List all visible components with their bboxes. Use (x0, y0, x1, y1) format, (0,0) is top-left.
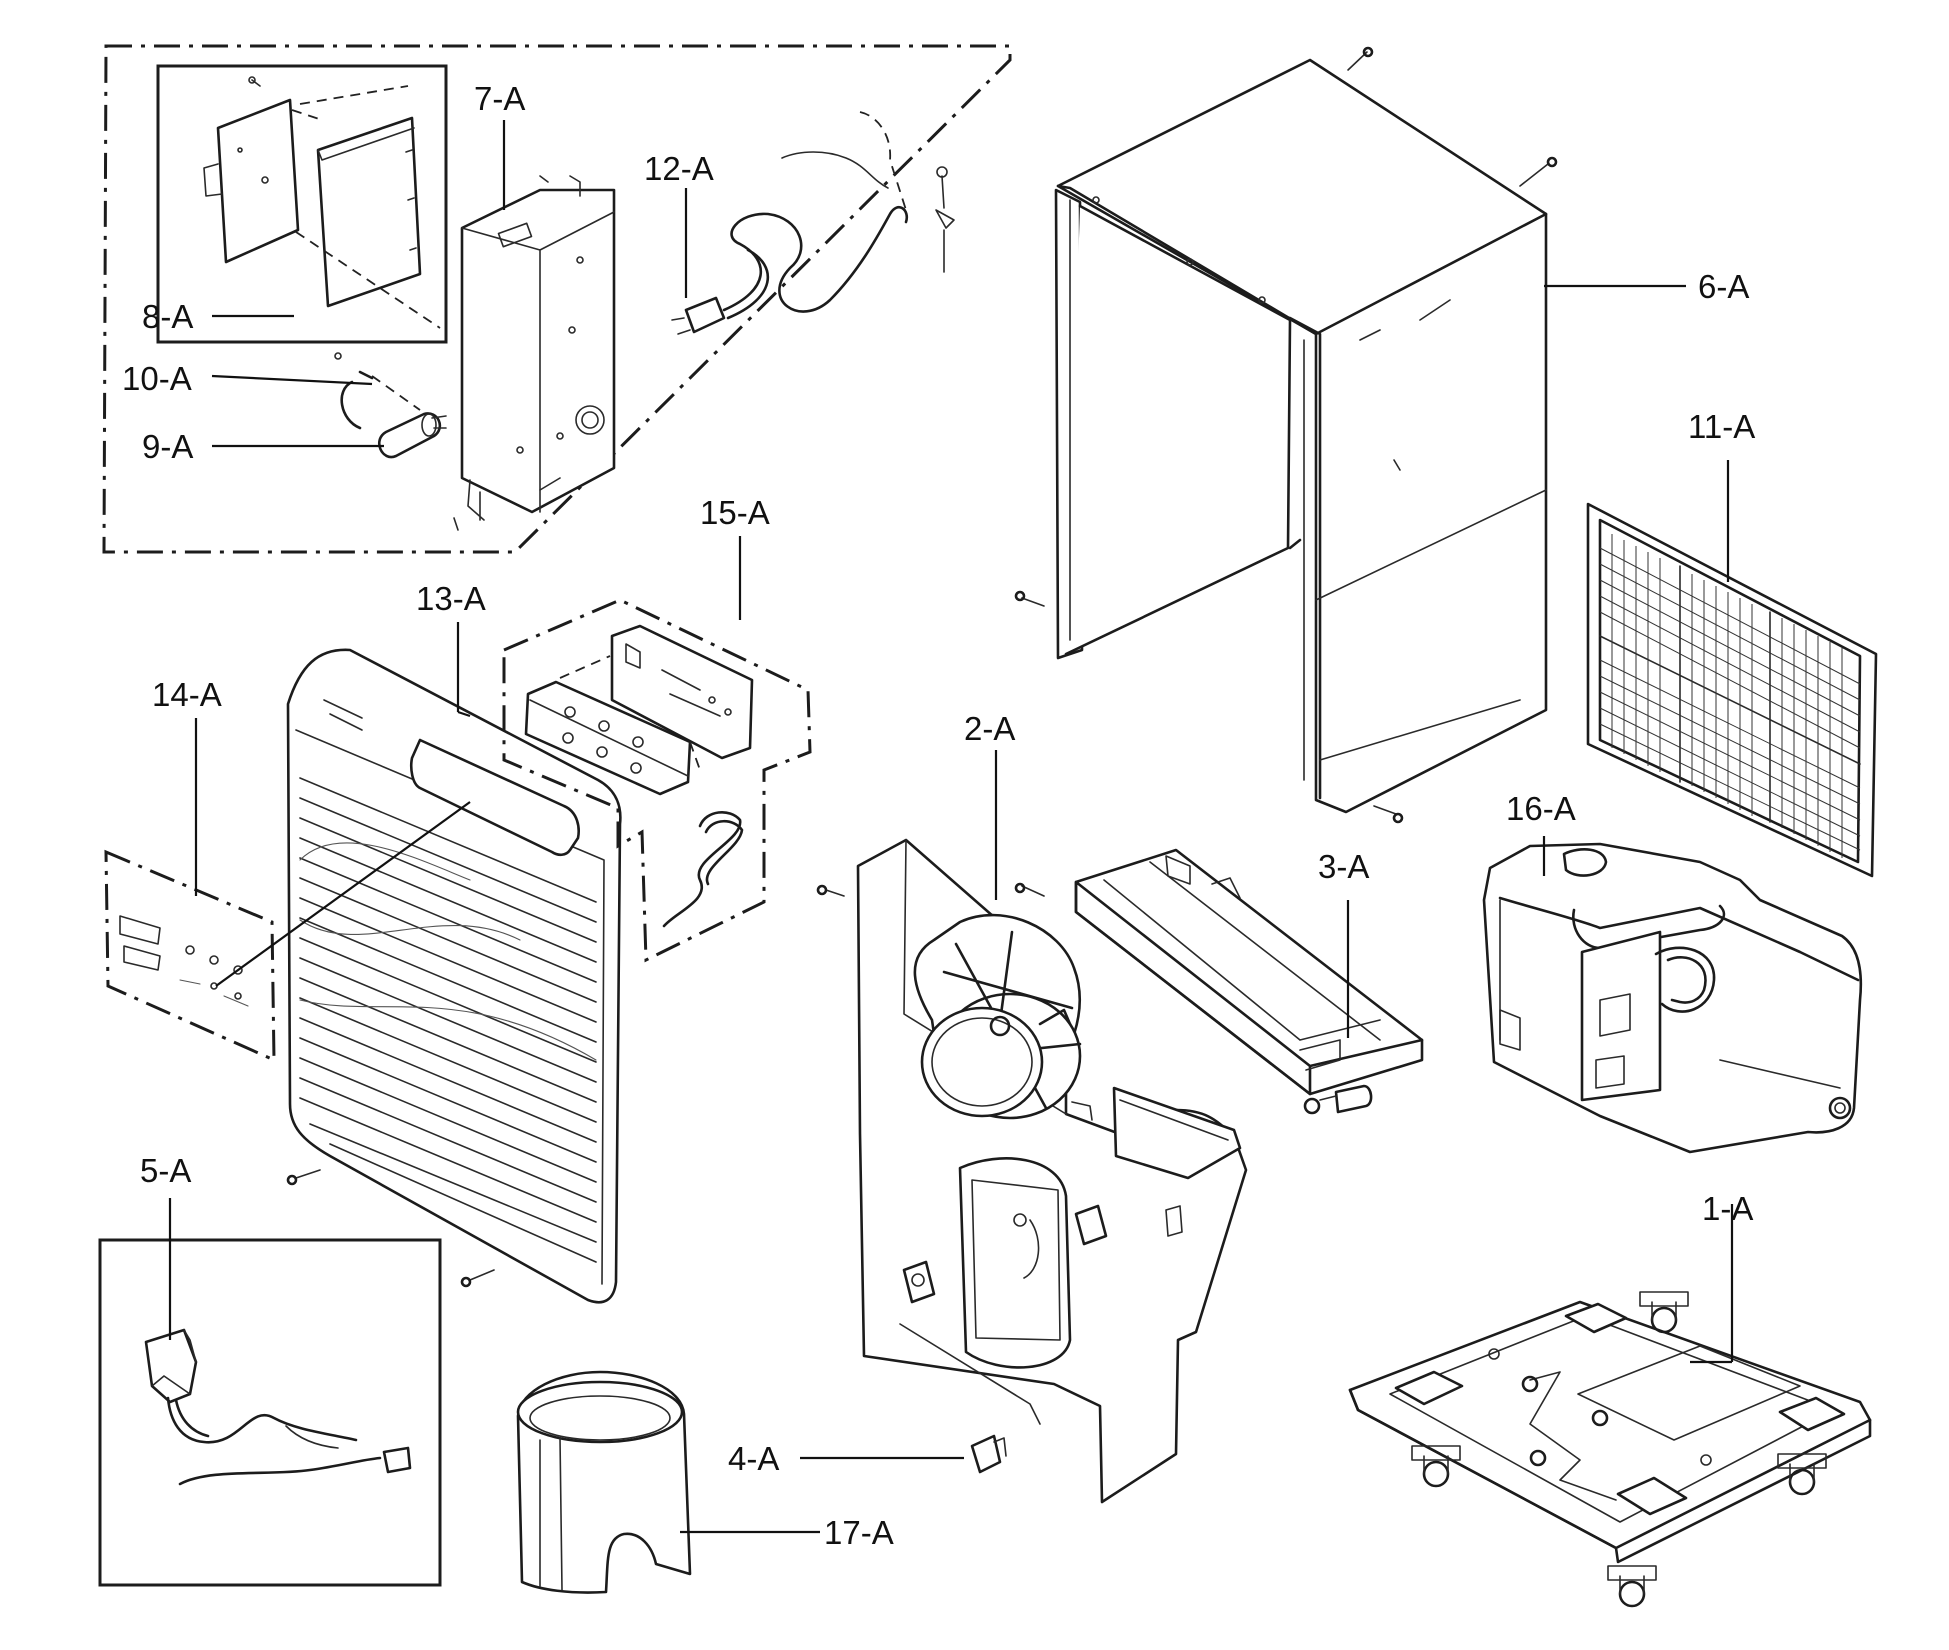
power-cord-part (671, 111, 955, 335)
float-switch-part (970, 1434, 1007, 1474)
callout-11a: 11-A (1688, 408, 1755, 445)
control-box-assembly-group (102, 44, 1012, 554)
drip-tray-part (1074, 848, 1424, 1096)
callout-7a: 7-A (474, 80, 525, 117)
callout-9a: 9-A (142, 428, 193, 465)
filter-sleeve-part (516, 1370, 692, 1594)
cabinet-part (1014, 46, 1558, 824)
pcb-cover-part (203, 76, 441, 329)
callout-10a: 10-A (122, 360, 192, 397)
control-label-part (104, 849, 276, 1063)
callout-5a: 5-A (140, 1152, 191, 1189)
capacitor-part (334, 352, 447, 459)
callout-16a: 16-A (1506, 790, 1576, 827)
leader-lines (168, 120, 1734, 1534)
callout-14a: 14-A (152, 676, 222, 713)
callout-12a: 12-A (644, 150, 714, 187)
front-grille-part (286, 648, 622, 1304)
callout-1a: 1-A (1702, 1190, 1753, 1227)
callout-6a: 6-A (1698, 268, 1749, 305)
callout-13a: 13-A (416, 580, 486, 617)
callout-8a: 8-A (142, 298, 193, 335)
control-board-part (502, 598, 812, 963)
air-filter-part (1586, 502, 1878, 878)
base-part (1348, 1291, 1872, 1608)
fan-frame-part (816, 838, 1373, 1504)
control-housing-part (453, 175, 616, 531)
sensor-box-group (98, 1238, 442, 1587)
humidity-sensor-part (144, 1328, 412, 1486)
water-bucket-part (1482, 842, 1863, 1154)
callout-2a: 2-A (964, 710, 1015, 747)
callout-3a: 3-A (1318, 848, 1369, 885)
callout-15a: 15-A (700, 494, 770, 531)
callout-4a: 4-A (728, 1440, 779, 1477)
callout-17a: 17-A (824, 1514, 894, 1551)
callout-labels: 1-A 2-A 3-A 4-A 5-A 6-A 7-A 8-A 9-A 10-A… (122, 80, 1755, 1551)
